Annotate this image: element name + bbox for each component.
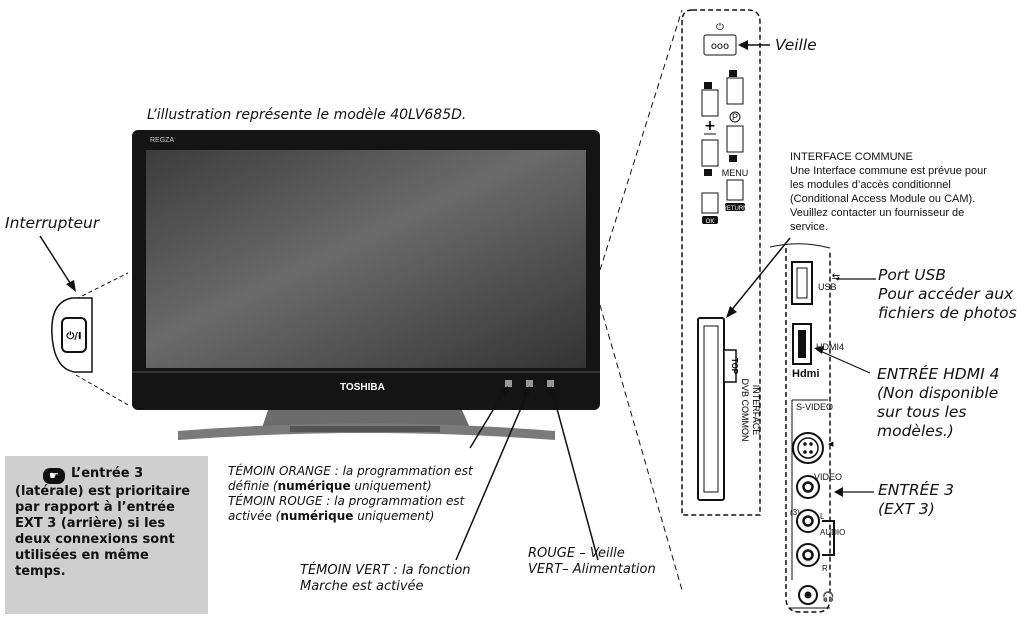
input3-num: (3): [790, 508, 800, 517]
tv-brand: TOSHIBA: [340, 382, 385, 393]
svg-text:RETURN: RETURN: [723, 206, 748, 212]
switch-label: Interrupteur: [5, 214, 100, 232]
input3-label: ENTRÉE 3 (EXT 3): [878, 481, 955, 518]
tv-logo: REGZA: [150, 137, 175, 144]
svg-text:DVB COMMON: DVB COMMON: [740, 379, 750, 442]
svg-text:🎧: 🎧: [822, 590, 834, 603]
hdmi-logo: Hdmi: [792, 368, 820, 380]
usb-tag: USB: [818, 282, 837, 292]
svg-text:OK: OK: [706, 219, 715, 225]
indicator-orange-red-text: TÉMOIN ORANGE : la programmation est déf…: [228, 464, 473, 523]
hdmi4-label: ENTRÉE HDMI 4 (Non disponible sur tous l…: [877, 365, 1000, 440]
tv-illustration: [132, 130, 600, 440]
power-led-text: ROUGE – Veille VERT– Alimentation: [528, 546, 656, 577]
usb-port-label: Port USB Pour accéder aux fichiers de ph…: [878, 266, 1017, 322]
svg-text:INTERFACE: INTERFACE: [751, 385, 761, 436]
indicator-orange-led: [505, 380, 512, 387]
svg-text:MENU: MENU: [722, 168, 749, 178]
pointing-hand-icon: ☛: [43, 468, 65, 484]
svg-text:+: +: [704, 118, 716, 134]
svg-text:⏻/I: ⏻/I: [66, 330, 81, 342]
svg-text:⏻: ⏻: [716, 22, 724, 33]
indicator-green-text: TÉMOIN VERT : la fonction Marche est act…: [300, 563, 471, 594]
indicator-red-led: [547, 380, 554, 387]
audio-r-tag: R: [822, 564, 828, 573]
svg-text:⇆: ⇆: [832, 272, 840, 283]
svg-text:ooo: ooo: [711, 41, 729, 52]
audio-l-tag: L: [820, 512, 825, 521]
standby-label: Veille: [775, 36, 817, 54]
svg-text:P: P: [732, 112, 738, 122]
svg-text:TOP: TOP: [730, 358, 739, 375]
svg-text:◀: ◀: [828, 440, 834, 448]
video-tag: VIDEO: [814, 472, 843, 482]
common-interface-info: INTERFACE COMMUNE Une Interface commune …: [790, 150, 1000, 234]
priority-note: ☛L’entrée 3 (latérale) est prioritaire p…: [5, 456, 208, 614]
illustration-caption: L’illustration représente le modèle 40LV…: [147, 107, 467, 123]
common-interface-body: Une Interface commune est prévue pour le…: [790, 165, 987, 233]
indicator-green-led: [526, 380, 533, 387]
audio-tag: AUDIO: [820, 528, 846, 537]
hdmi-tag: HDMI4: [816, 342, 845, 352]
svideo-tag: S-VIDEO: [796, 402, 834, 412]
common-interface-title: INTERFACE COMMUNE: [790, 151, 913, 163]
